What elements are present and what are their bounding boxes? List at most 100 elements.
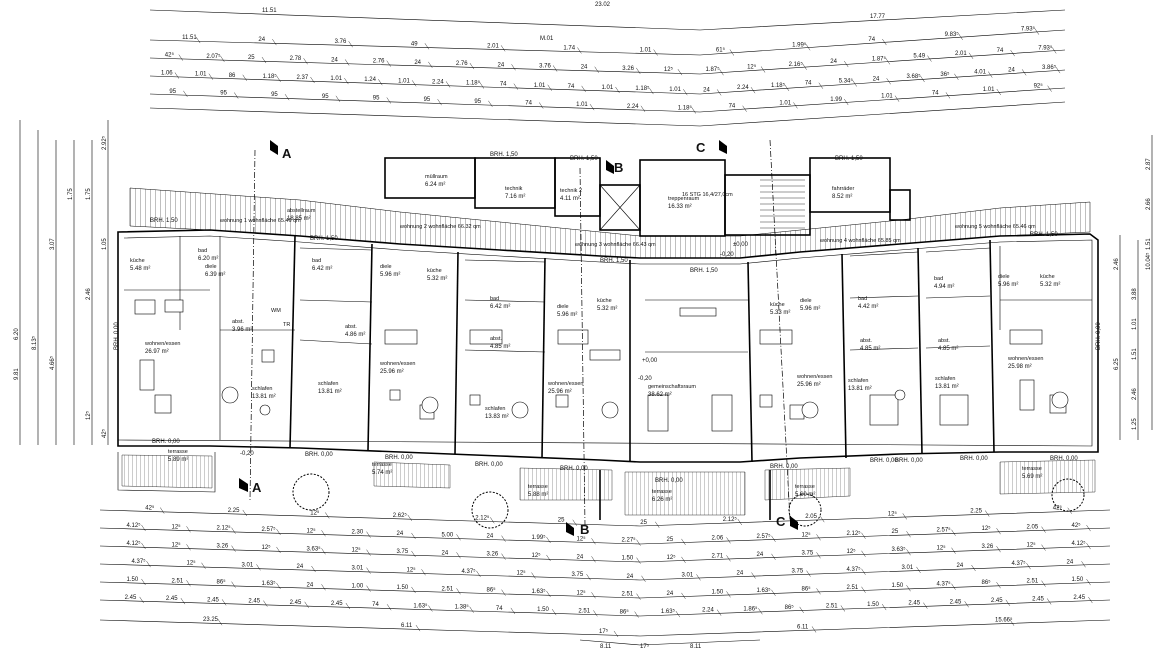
dim-left-6: 6.20: [14, 328, 20, 340]
dim-bottom2-16: 2.12⁵: [847, 530, 862, 537]
dim-bottom8-0: 8.11: [600, 644, 612, 650]
dim-row5-3: 95: [322, 94, 329, 100]
room-25-name: schlafen: [485, 406, 506, 412]
room-19-name: schlafen: [318, 381, 339, 387]
dim-bottom6-1: 2.45: [166, 596, 178, 602]
room-39-name: diele: [998, 274, 1010, 280]
dim-right-9: 2.46: [1132, 388, 1138, 400]
dim-right-3: 2.46: [1114, 258, 1120, 270]
brh-8: BRH. 0,00: [114, 322, 120, 350]
dim-bottom4-0: 4.37⁵: [132, 558, 147, 565]
room-15-name: wohnen/essen: [144, 341, 180, 347]
dim-bottom2-8: 24: [487, 534, 494, 540]
dim-row3-12: 12⁵: [664, 66, 674, 73]
dim-bottom4-8: 3.75: [572, 572, 584, 578]
dim-bottom2-9: 1.99⁵: [532, 534, 547, 541]
dim-bottom2-7: 5.00: [442, 532, 454, 538]
dim-right-2: 1.51: [1146, 238, 1152, 250]
room-38-area: 13.81 m²: [935, 384, 959, 390]
terrace-5-name: terrasse: [1022, 466, 1042, 472]
dim-left-8: 8.13⁵: [31, 335, 38, 350]
room-20-name: diele: [380, 264, 392, 270]
dim-row1-b: M.01: [540, 36, 554, 42]
dim-bottom6-16: 86⁵: [785, 604, 795, 611]
dim-row4-4: 2.37: [297, 75, 309, 81]
level-4: +0,00: [642, 358, 658, 364]
room-10-name: wohnung 5 wohnfläche 65.46 qm: [954, 224, 1036, 230]
dim-bottom5-18: 4.37⁵: [937, 581, 952, 588]
terrace-3-area: 6.26 m²: [652, 497, 672, 503]
dim-bottom3-15: 3.75: [802, 550, 814, 556]
brh-11: BRH. 0,00: [385, 455, 413, 461]
dim-row5-10: 1.18⁵: [678, 104, 693, 111]
dim-row2-8: 1.99⁵: [792, 41, 807, 48]
dim-bottom5-16: 2.51: [847, 585, 859, 591]
brh-5: BRH. 1,50: [1030, 232, 1058, 238]
dim-left-4: 1.05: [102, 238, 108, 250]
room-12-area: 6.20 m²: [198, 256, 218, 262]
dim-bottom4-16: 4.37⁵: [1012, 560, 1027, 567]
dim-bottom2-13: 2.06: [712, 535, 724, 541]
dim-bottom8-1: 17⁵: [640, 643, 650, 650]
terrace-2-area: 5.88 m²: [528, 492, 548, 498]
dim-bottom2-20: 2.05: [1027, 525, 1039, 531]
dim-left-9: 4.66⁵: [49, 355, 56, 370]
dim-bottom1-4: 2.12⁵: [475, 514, 490, 521]
room-32-area: 25.96 m²: [797, 382, 821, 388]
dim-bottom6-12: 86⁵: [620, 609, 630, 616]
dim-row4-7: 1.01: [398, 78, 410, 84]
dim-bottom6-7: 1.63⁵: [413, 602, 428, 609]
dim-bottom3-8: 3.26: [487, 552, 499, 558]
level-1: ±0,00: [733, 242, 749, 248]
dim-bottom3-20: 12⁵: [1027, 542, 1037, 549]
room-5-name: abstellraum: [287, 208, 316, 214]
dim-bottom5-10: 12⁵: [577, 589, 587, 596]
dim-row4-18: 1.18⁵: [771, 82, 786, 89]
room-30-area: 5.33 m²: [770, 310, 790, 316]
dim-row5-12: 1.01: [779, 100, 791, 106]
dim-row3-10: 24: [581, 65, 588, 71]
dim-bottom6-19: 2.45: [908, 601, 920, 607]
room-21-name: küche: [427, 268, 442, 274]
room-41-area: 25.98 m²: [1008, 364, 1032, 370]
dim-row3-21: 7.93⁵: [1038, 44, 1053, 51]
dim-bottom5-0: 1.50: [127, 577, 139, 583]
brh-16: BRH. 0,00: [870, 458, 898, 464]
dim-row1-a: 11.51: [262, 8, 277, 14]
room-26-name: diele: [557, 304, 569, 310]
dim-bottom4-12: 3.75: [792, 569, 804, 575]
dim-row2-10: 9.83⁵: [945, 31, 960, 38]
room-14-area: 3.96 m²: [232, 327, 252, 333]
dim-bottom2-1: 12⁵: [172, 523, 182, 530]
dim-row2-11: 7.93⁵: [1021, 26, 1036, 33]
dim-bottom6-22: 2.45: [1032, 596, 1044, 602]
dim-bottom7-4: 15.66⁵: [995, 617, 1013, 624]
dim-bottom3-3: 12⁵: [262, 544, 272, 551]
room-3-name: treppenraum: [668, 196, 700, 202]
dim-row4-5: 1.01: [330, 76, 342, 82]
dim-bottom1-10: 2.25: [970, 509, 982, 515]
brh-17: BRH. 0,00: [960, 456, 988, 462]
dim-bottom3-0: 4.12⁵: [127, 540, 142, 547]
dim-bottom2-17: 25: [892, 529, 899, 535]
dim-bottom3-14: 24: [757, 552, 764, 558]
brh-6: BRH. 1,50: [600, 258, 628, 264]
room-16-area: 13.81 m²: [252, 394, 276, 400]
dim-bottom5-20: 2.51: [1027, 579, 1039, 585]
dim-bottom3-11: 1.50: [622, 556, 634, 562]
dim-bottom5-9: 1.63⁵: [532, 588, 547, 595]
dim-bottom6-0: 2.45: [125, 595, 137, 601]
room-22-area: 25.96 m²: [380, 369, 404, 375]
terraces: [117, 452, 1096, 520]
level-5: -0,20: [638, 376, 652, 382]
dim-bottom6-21: 2.45: [991, 598, 1003, 604]
dim-bottom2-18: 2.57⁵: [937, 527, 952, 534]
dim-bottom5-1: 2.51: [172, 578, 184, 584]
dim-bottom7-2: 17⁵: [599, 628, 609, 635]
dim-row4-2: 86: [229, 73, 236, 79]
